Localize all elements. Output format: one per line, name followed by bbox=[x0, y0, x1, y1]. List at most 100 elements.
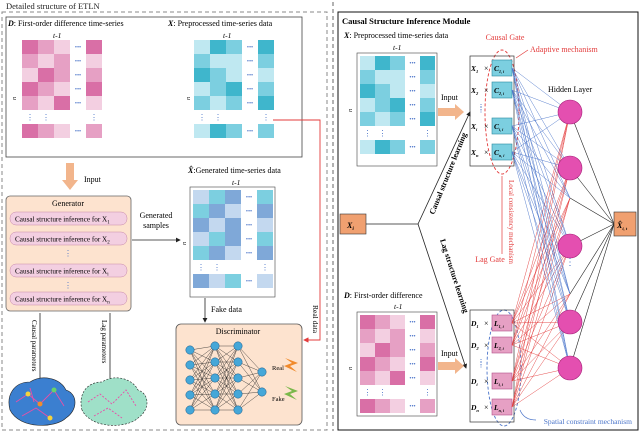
prep-matrix-cell bbox=[226, 82, 242, 96]
output-edge bbox=[569, 111, 615, 225]
disc-neuron bbox=[210, 357, 220, 367]
causal-edge bbox=[511, 89, 571, 323]
prep-matrix-cell bbox=[194, 40, 210, 54]
right-input-arrow-top bbox=[438, 104, 464, 120]
causal-gate-gate: C2, i bbox=[494, 86, 505, 96]
prep-matrix-cell bbox=[210, 82, 226, 96]
gen-matrix-cell bbox=[257, 204, 273, 218]
right-prep-matrix-cell bbox=[375, 56, 390, 70]
x-t-label: t-1 bbox=[223, 31, 231, 40]
prep-matrix-ellipsis: ⋮ bbox=[262, 113, 270, 122]
right-x-axis-n: n bbox=[347, 109, 354, 112]
right-prep-matrix-cell bbox=[420, 56, 435, 70]
right-prep-matrix-ellipsis: ••• bbox=[409, 103, 415, 109]
right-prep-matrix-cell bbox=[375, 70, 390, 84]
right-diff-matrix-ellipsis: ⋮ bbox=[364, 388, 372, 397]
lag-edge bbox=[511, 245, 571, 324]
prep-matrix-ellipsis: ••• bbox=[247, 59, 253, 65]
diff-matrix-ellipsis: ••• bbox=[75, 73, 81, 79]
generator-ellipsis: ⋮ bbox=[64, 249, 72, 258]
gen-matrix-cell bbox=[209, 274, 225, 288]
lag-edge bbox=[511, 293, 571, 346]
disc-edge bbox=[189, 379, 216, 395]
to-lag-line bbox=[417, 223, 468, 369]
generated-matrix: •••••••••••••••⋮⋮⋮••• bbox=[193, 190, 273, 288]
lag-edge bbox=[511, 197, 571, 382]
diff-matrix-ellipsis: ••• bbox=[75, 87, 81, 93]
x-axis-n: n bbox=[185, 97, 192, 100]
prep-matrix-cell bbox=[258, 54, 274, 68]
disc-edge bbox=[214, 345, 239, 411]
disc-edge bbox=[189, 361, 216, 411]
right-prep-matrix-ellipsis: ••• bbox=[409, 145, 415, 151]
right-prep-matrix-cell bbox=[375, 84, 390, 98]
preprocessed-matrix: •••••••••••••••⋮⋮⋮••• bbox=[194, 40, 274, 138]
gen-matrix-ellipsis: ⋮ bbox=[213, 263, 221, 272]
gen-matrix-cell bbox=[193, 274, 209, 288]
disc-edge bbox=[214, 345, 239, 395]
local-mech-label: Local consistency mechanism bbox=[507, 180, 515, 265]
disc-edge bbox=[189, 364, 216, 379]
disc-neuron bbox=[233, 341, 243, 351]
causal-gate-ellipse bbox=[484, 49, 520, 175]
d-axis-n: n bbox=[11, 97, 18, 100]
causal-edge bbox=[511, 89, 571, 169]
disc-edge bbox=[189, 345, 216, 381]
right-diff-matrix-cell bbox=[390, 399, 405, 413]
causal-gate-multiply: × bbox=[484, 64, 489, 73]
hidden-layer-label: Hidden Layer bbox=[548, 85, 593, 94]
causal-gate-var: X1 bbox=[470, 64, 478, 74]
disc-edge bbox=[189, 345, 216, 366]
disc-neuron bbox=[210, 405, 220, 415]
diff-matrix-cell bbox=[22, 40, 38, 54]
gen-matrix-cell bbox=[209, 218, 225, 232]
right-x-box bbox=[356, 52, 438, 167]
prep-matrix-cell bbox=[226, 68, 242, 82]
diff-matrix-ellipsis: ••• bbox=[75, 129, 81, 135]
disc-edge bbox=[214, 345, 239, 363]
diff-matrix-cell bbox=[54, 124, 70, 138]
gen-matrix-cell bbox=[193, 204, 209, 218]
prep-matrix-cell bbox=[194, 54, 210, 68]
diff-matrix-cell bbox=[22, 96, 38, 110]
disc-neuron bbox=[233, 373, 243, 383]
right-prep-matrix-cell bbox=[390, 56, 405, 70]
right-diff-matrix-ellipsis: ⋮ bbox=[424, 388, 432, 397]
difference-matrix: •••••••••••••••⋮⋮⋮••• bbox=[22, 40, 102, 138]
prep-matrix-cell bbox=[210, 54, 226, 68]
prep-matrix-ellipsis: ••• bbox=[247, 73, 253, 79]
disc-edge bbox=[189, 394, 216, 411]
disc-edge bbox=[189, 379, 216, 411]
xhat-output-label: X̂i, t bbox=[616, 220, 628, 231]
right-diff-matrix-cell bbox=[375, 343, 390, 357]
lag-edge bbox=[511, 245, 571, 382]
lag-edge bbox=[511, 293, 571, 324]
right-difference-matrix: •••••••••••••••⋮⋮⋮••• bbox=[360, 315, 435, 413]
gen-matrix-cell bbox=[225, 232, 241, 246]
generator-title: Generator bbox=[52, 199, 84, 208]
lag-gate-ellipsis: ⋮ bbox=[477, 360, 485, 369]
right-diff-matrix-cell bbox=[420, 315, 435, 329]
right-d-box bbox=[356, 311, 438, 417]
hidden-neuron bbox=[557, 309, 583, 335]
lag-gate-multiply: × bbox=[484, 377, 489, 386]
diff-matrix-cell bbox=[54, 68, 70, 82]
causal-edge bbox=[511, 67, 571, 199]
lag-edge bbox=[511, 321, 571, 408]
disc-edge bbox=[189, 364, 216, 395]
right-input-bottom: Input bbox=[441, 349, 459, 358]
right-input-arrow-bottom bbox=[438, 358, 464, 374]
right-diff-matrix-ellipsis: ••• bbox=[409, 320, 415, 326]
right-panel-title: Causal Structure Inference Module bbox=[342, 16, 471, 26]
causal-edge bbox=[511, 67, 571, 169]
diff-matrix-cell bbox=[38, 68, 54, 82]
lag-gate-var: Di bbox=[470, 377, 478, 387]
gen-matrix-cell bbox=[225, 274, 241, 288]
right-prep-matrix-cell bbox=[390, 98, 405, 112]
right-x-t: t-1 bbox=[393, 43, 401, 52]
generator-row-label: Causal structure inference for X2 bbox=[15, 236, 110, 246]
disc-neuron bbox=[185, 390, 195, 400]
causal-edge bbox=[511, 151, 571, 323]
xhat-desc: X̂:Generated time-series data bbox=[187, 165, 281, 175]
brain-causal-icon bbox=[8, 377, 76, 426]
